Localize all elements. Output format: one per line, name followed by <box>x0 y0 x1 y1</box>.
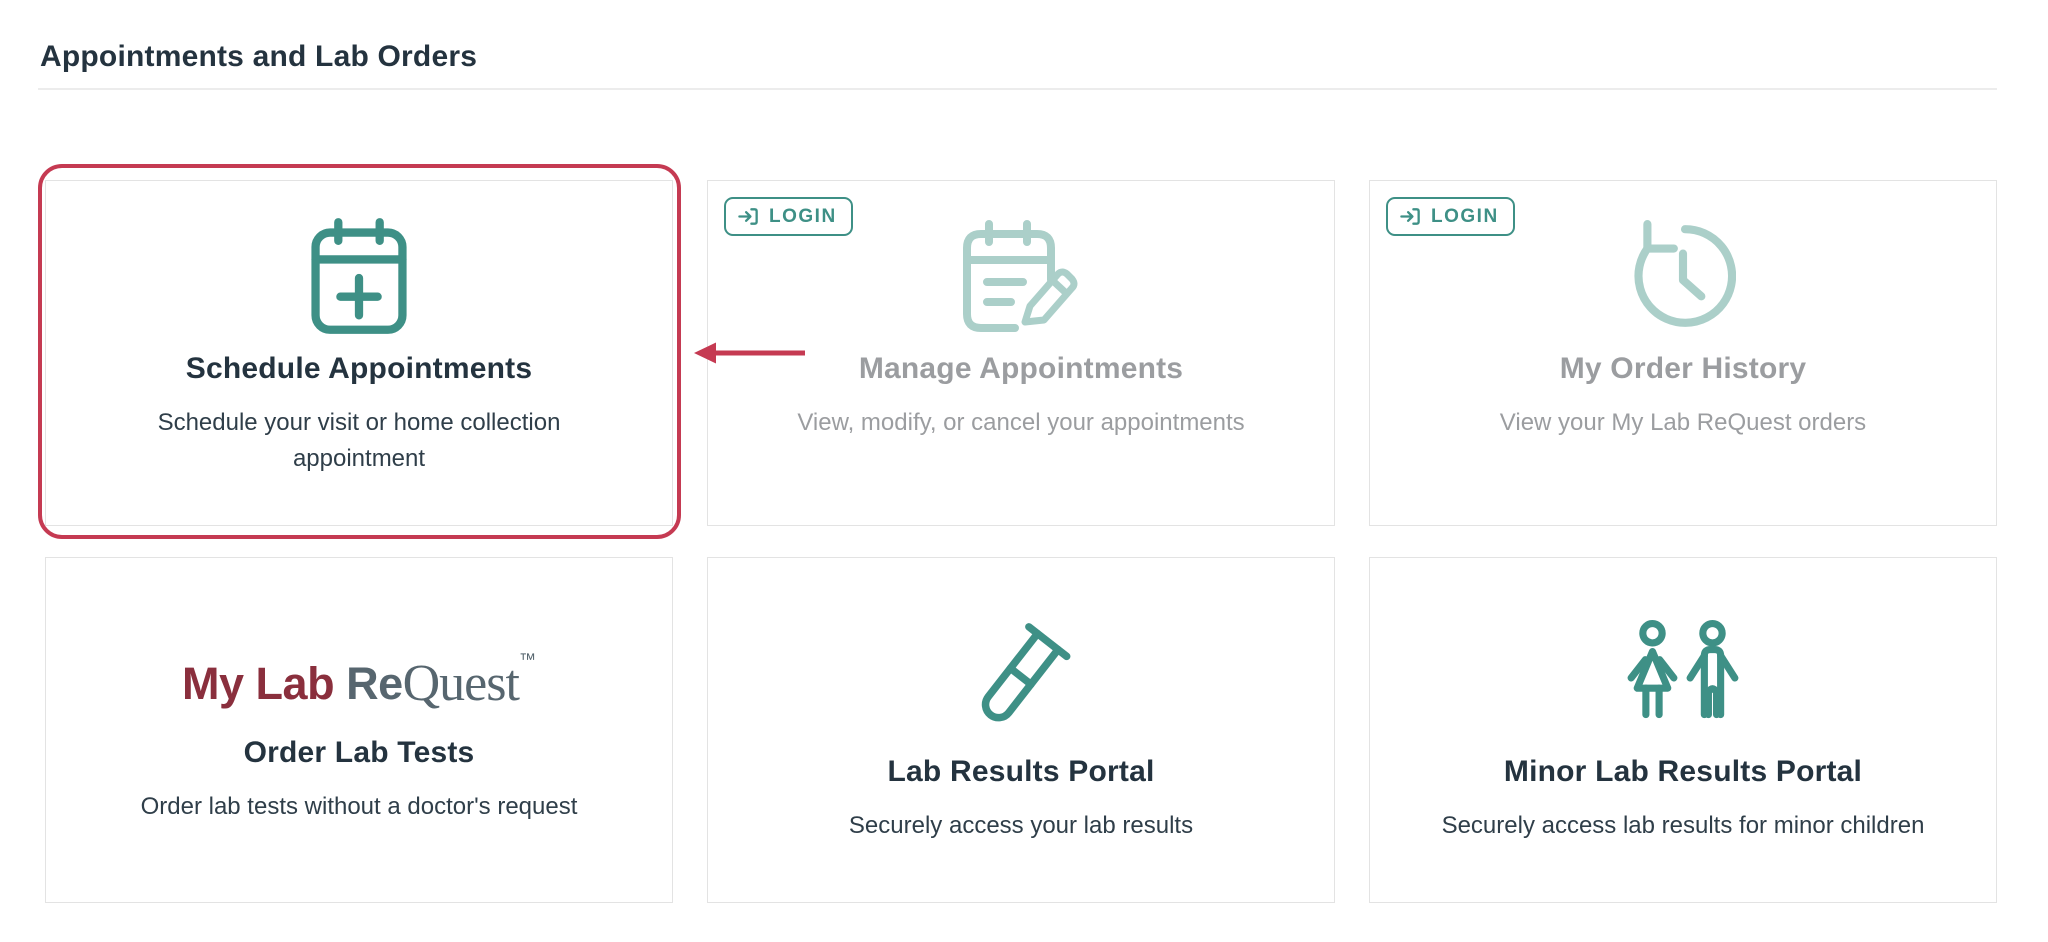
login-arrow-icon <box>1400 208 1420 225</box>
calendar-plus-icon <box>309 214 409 338</box>
card-title: Order Lab Tests <box>243 735 475 769</box>
card-title: Schedule Appointments <box>185 352 533 385</box>
my-lab-request-logo: My Lab Re Quest ™ <box>182 636 536 732</box>
logo-my-lab: My Lab <box>182 657 347 709</box>
card-grid: Schedule Appointments Schedule your visi… <box>38 164 1997 903</box>
card-title: Minor Lab Results Portal <box>1503 754 1863 788</box>
order-history-icon <box>1630 214 1736 338</box>
card-lab-results-portal[interactable]: Lab Results Portal Securely access your … <box>707 557 1335 903</box>
section-divider <box>38 88 1997 90</box>
login-badge[interactable]: LOGIN <box>724 197 853 236</box>
card-my-order-history[interactable]: LOGIN My Order History View your My Lab … <box>1369 180 1997 526</box>
card-title: My Order History <box>1559 352 1807 385</box>
login-badge-label: LOGIN <box>769 205 837 227</box>
logo-quest: Quest <box>402 655 520 712</box>
appointments-section: Appointments and Lab Orders Schedule App… <box>0 40 2048 903</box>
card-description: Securely access your lab results <box>848 811 1194 839</box>
children-icon <box>1624 617 1742 741</box>
card-description: View, modify, or cancel your appointment… <box>797 409 1245 436</box>
login-arrow-icon <box>738 208 758 225</box>
card-description: Securely access lab results for minor ch… <box>1441 811 1925 839</box>
card-title: Manage Appointments <box>858 352 1184 385</box>
page-title: Appointments and Lab Orders <box>40 40 478 73</box>
card-minor-lab-results-portal[interactable]: Minor Lab Results Portal Securely access… <box>1369 557 1997 903</box>
test-tube-icon <box>970 617 1072 741</box>
login-badge[interactable]: LOGIN <box>1386 197 1515 236</box>
card-title: Lab Results Portal <box>887 754 1155 788</box>
card-description: Order lab tests without a doctor's reque… <box>140 792 578 820</box>
calendar-edit-icon <box>963 214 1079 338</box>
logo-re: Re <box>346 657 403 709</box>
card-description: Schedule your visit or home collection a… <box>157 409 561 472</box>
card-manage-appointments[interactable]: LOGIN Manage Appointments View, modify, … <box>707 180 1335 526</box>
card-schedule-appointments[interactable]: Schedule Appointments Schedule your visi… <box>38 164 805 539</box>
logo-trademark: ™ <box>518 649 536 669</box>
login-badge-label: LOGIN <box>1431 205 1499 227</box>
card-order-lab-tests[interactable]: My Lab Re Quest ™ Order Lab Tests Order … <box>45 557 673 903</box>
card-description: View your My Lab ReQuest orders <box>1499 409 1867 436</box>
